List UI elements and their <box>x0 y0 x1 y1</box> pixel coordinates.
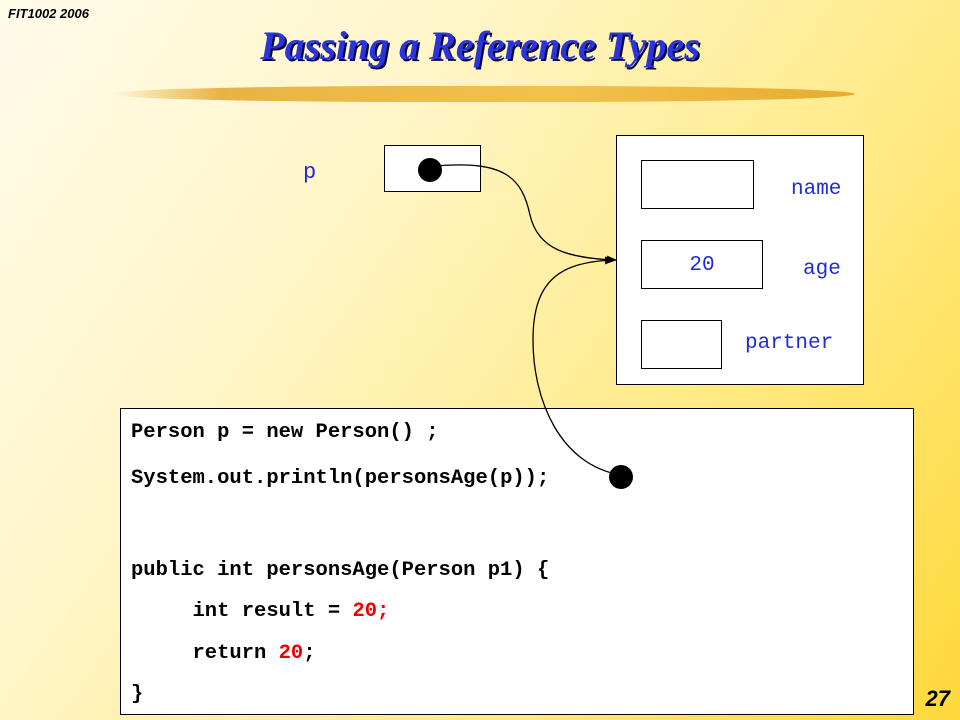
code-panel: Person p = new Person() ; System.out.pri… <box>120 408 914 715</box>
code-line-5-prefix: return <box>131 642 279 665</box>
code-line-4-prefix: int result = <box>131 600 353 623</box>
code-line-5: return 20; <box>131 642 316 665</box>
slide-title: Passing a Reference Types <box>260 23 700 68</box>
code-line-2: System.out.println(personsAge(p)); <box>131 467 549 490</box>
title-underline <box>110 86 855 102</box>
age-field-value: 20 <box>689 254 715 277</box>
person-object: name 20 age partner <box>616 135 864 385</box>
arrow-p-to-object <box>435 164 617 264</box>
course-code: FIT1002 2006 <box>8 6 89 21</box>
age-field-box: 20 <box>641 240 763 289</box>
code-line-4-value: 20; <box>352 600 390 623</box>
code-line-5-value: 20 <box>278 642 304 665</box>
page-number: 27 <box>925 686 950 711</box>
code-line-4: int result = 20; <box>131 600 390 623</box>
code-line-2-arg: p <box>500 467 513 490</box>
arrow-arg-to-object <box>532 256 622 476</box>
code-line-6: } <box>131 683 144 706</box>
name-field-label: name <box>791 178 842 201</box>
code-line-5-suffix: ; <box>303 642 316 665</box>
partner-field-box <box>641 320 722 369</box>
code-line-2-prefix: System.out.println(personsAge( <box>131 467 501 490</box>
argument-dot <box>609 465 633 489</box>
name-field-box <box>641 160 754 209</box>
age-field-label: age <box>803 258 841 281</box>
code-line-1: Person p = new Person() ; <box>131 421 439 444</box>
reference-label: p <box>303 160 317 185</box>
partner-field-label: partner <box>745 332 834 355</box>
code-line-3: public int personsAge(Person p1) { <box>131 559 550 582</box>
reference-dot <box>418 158 442 182</box>
code-line-2-suffix: )); <box>512 467 550 490</box>
